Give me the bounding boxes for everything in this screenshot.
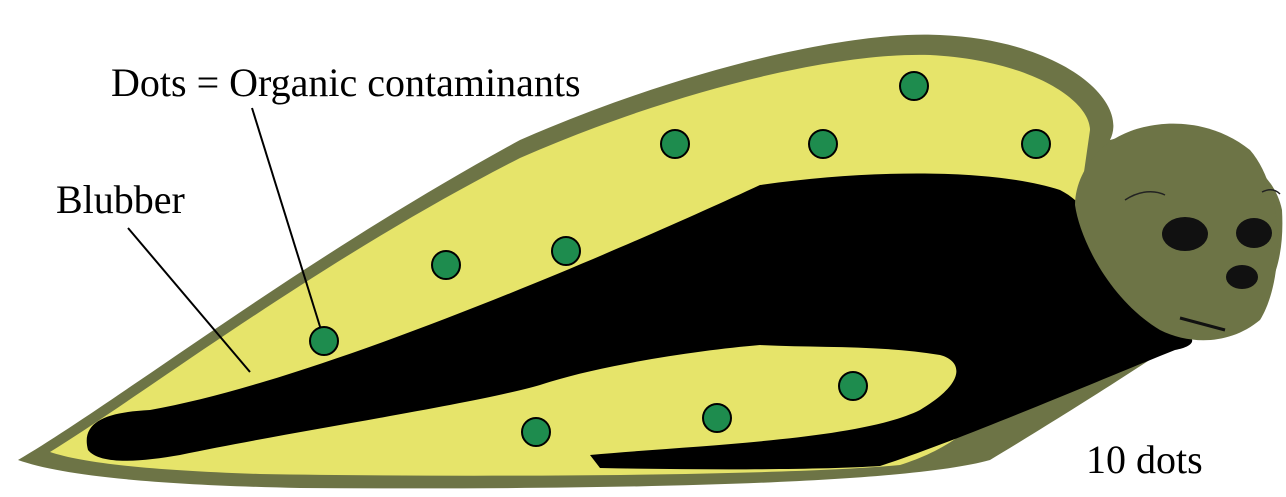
contaminant-dot bbox=[900, 72, 928, 100]
contaminant-dot bbox=[1022, 130, 1050, 158]
dot-count-label: 10 dots bbox=[1086, 440, 1203, 480]
eye-left bbox=[1162, 217, 1208, 251]
contaminant-dot bbox=[552, 237, 580, 265]
contaminant-dot bbox=[809, 130, 837, 158]
contaminant-dot bbox=[703, 404, 731, 432]
blubber-label: Blubber bbox=[56, 180, 185, 220]
contaminant-dot bbox=[839, 372, 867, 400]
contaminant-dot bbox=[310, 327, 338, 355]
contaminant-dot bbox=[661, 130, 689, 158]
nostril bbox=[1226, 265, 1258, 289]
contaminant-dot bbox=[522, 418, 550, 446]
contaminant-dot bbox=[432, 251, 460, 279]
contaminants-label: Dots = Organic contaminants bbox=[111, 63, 581, 103]
eye-right bbox=[1236, 218, 1272, 248]
